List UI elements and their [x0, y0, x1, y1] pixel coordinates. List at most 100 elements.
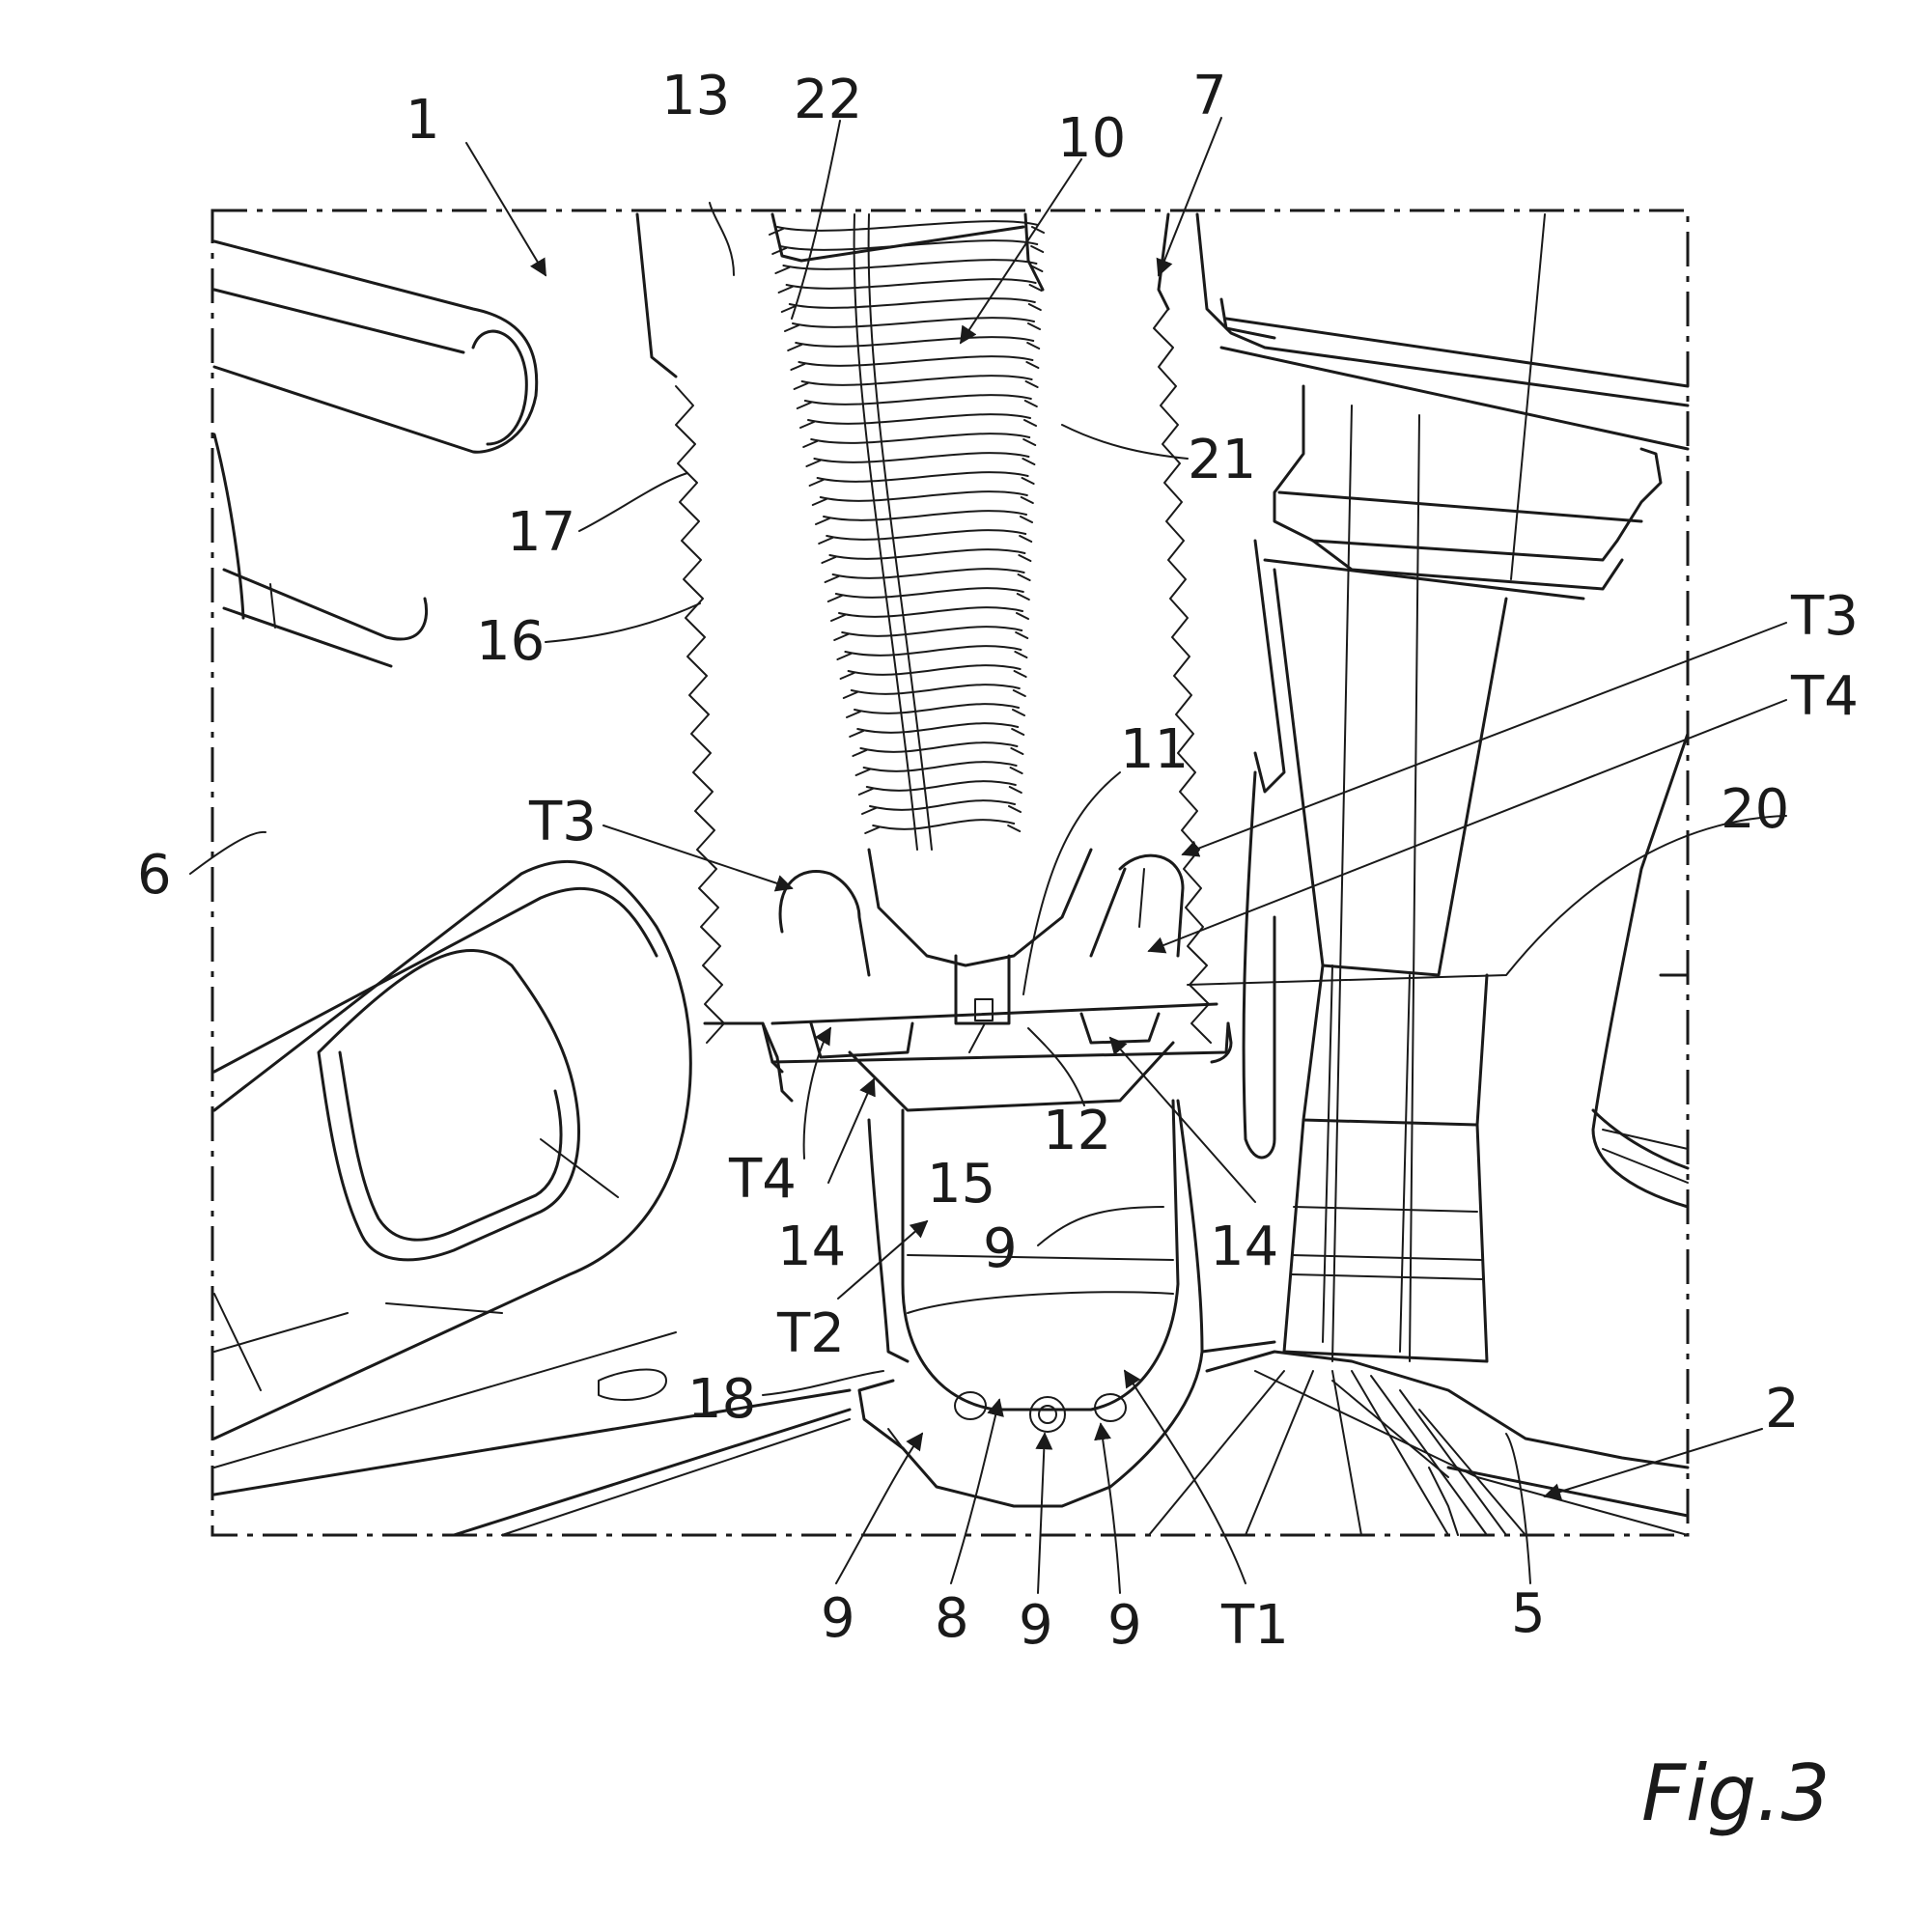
thread-rib-tip: [854, 767, 1023, 776]
thread-rib-tip: [811, 496, 1034, 506]
thread-rib-tip: [805, 458, 1036, 467]
right-valve: [1195, 212, 1690, 1363]
figure-caption: Fig.3: [1641, 1748, 1830, 1838]
thread-rib-tip: [826, 593, 1030, 602]
prechamber: [770, 848, 1218, 1508]
thread-rib: [838, 606, 1023, 618]
label-t2: T2: [776, 1302, 845, 1365]
label-9-b: 9: [1019, 1594, 1053, 1657]
thread-rib: [823, 510, 1027, 521]
label-20: 20: [1721, 778, 1789, 841]
thread-rib: [844, 645, 1022, 657]
thread-rib-tip: [802, 438, 1037, 448]
detail-frame: [210, 209, 1690, 1537]
thread-rib-tip: [815, 516, 1033, 525]
thread-rib-tip: [769, 226, 1045, 236]
label-t1: T1: [1220, 1594, 1289, 1657]
central-thread-body: [769, 212, 1045, 851]
label-10: 10: [1057, 107, 1126, 170]
thread-rib-tip: [787, 342, 1041, 351]
label-16: 16: [476, 610, 545, 673]
thread-rib-tip: [833, 631, 1029, 641]
label-9-a: 9: [821, 1587, 855, 1650]
thread-rib-tip: [852, 747, 1024, 757]
thread-rib-tip: [790, 361, 1040, 371]
thread-rib-tip: [830, 612, 1029, 622]
label-11: 11: [1120, 718, 1189, 781]
thread-rib-tip: [777, 284, 1043, 294]
thread-rib: [828, 548, 1026, 560]
label-18: 18: [687, 1368, 756, 1431]
thread-rib: [813, 452, 1030, 463]
label-9-c: 9: [1107, 1594, 1142, 1657]
thread-rib-tip: [784, 322, 1041, 332]
thread-rib-tip: [836, 651, 1028, 660]
thread-rib-tip: [864, 825, 1022, 834]
thread-rib: [856, 722, 1020, 734]
reference-labels: 1 13 22 10 7 21 17 16 T3 T4 11 20 T3 6 T…: [137, 65, 1859, 1657]
thread-rib-tip: [846, 709, 1025, 718]
label-t3-left: T3: [528, 791, 597, 853]
thread-rib-tip: [849, 728, 1025, 738]
thread-rib: [841, 626, 1023, 637]
label-14-right: 14: [1210, 1216, 1278, 1278]
thread-rib-tip: [861, 805, 1022, 815]
thread-rib: [859, 741, 1019, 753]
thread-rib: [798, 355, 1034, 367]
label-1: 1: [406, 89, 440, 152]
thread-rib-tip: [857, 786, 1022, 796]
thread-rib: [788, 297, 1036, 309]
leader-lines: [189, 117, 1787, 1594]
label-15-upper: 15: [927, 1153, 995, 1216]
label-5: 5: [1511, 1582, 1546, 1645]
thread-rib: [831, 568, 1025, 579]
label-7: 7: [1192, 65, 1227, 127]
thread-rib: [800, 375, 1033, 386]
thread-rib: [776, 220, 1039, 232]
label-17: 17: [507, 501, 575, 564]
thread-rib: [807, 413, 1031, 425]
label-2: 2: [1765, 1378, 1800, 1440]
thread-rib: [819, 490, 1028, 502]
thread-rib: [872, 819, 1016, 830]
thread-rib: [826, 529, 1027, 541]
thread-rib: [854, 703, 1020, 714]
thread-rib: [782, 259, 1038, 270]
thread-rib: [779, 239, 1039, 251]
thread-rib: [847, 664, 1022, 676]
thread-rib-tip: [821, 554, 1032, 564]
thread-rib-tip: [796, 400, 1038, 409]
thread-rib-tip: [780, 303, 1042, 313]
thread-rib-tip: [771, 245, 1045, 255]
thread-rib: [785, 278, 1037, 290]
thread-rib-tip: [799, 419, 1037, 429]
thread-rib: [834, 587, 1024, 599]
label-14-left: 14: [777, 1216, 846, 1278]
thread-rib-tip: [818, 535, 1033, 545]
thread-rib: [810, 433, 1031, 444]
lower-right-region: [1148, 1340, 1690, 1536]
thread-rib: [803, 394, 1032, 405]
thread-rib: [869, 799, 1016, 811]
label-9-upper: 9: [983, 1217, 1018, 1280]
left-housing: [212, 239, 852, 1537]
label-t4-right: T4: [1790, 665, 1859, 728]
label-6: 6: [137, 844, 172, 907]
thread-rib-tip: [842, 689, 1026, 699]
thread-rib-tip: [808, 477, 1035, 487]
thread-rib: [795, 336, 1035, 348]
thread-rib: [850, 684, 1021, 695]
thread-rib-tip: [793, 380, 1039, 390]
label-22: 22: [794, 69, 862, 131]
thread-rib: [816, 471, 1029, 483]
thread-rib: [865, 780, 1017, 792]
thread-rib-tip: [824, 573, 1031, 583]
label-t3-right: T3: [1790, 585, 1859, 648]
threaded-bore: [635, 212, 1233, 1103]
label-13: 13: [661, 65, 730, 127]
label-21: 21: [1188, 429, 1256, 491]
label-12: 12: [1043, 1100, 1111, 1162]
label-8: 8: [935, 1587, 969, 1650]
thread-rib-tip: [774, 265, 1044, 274]
